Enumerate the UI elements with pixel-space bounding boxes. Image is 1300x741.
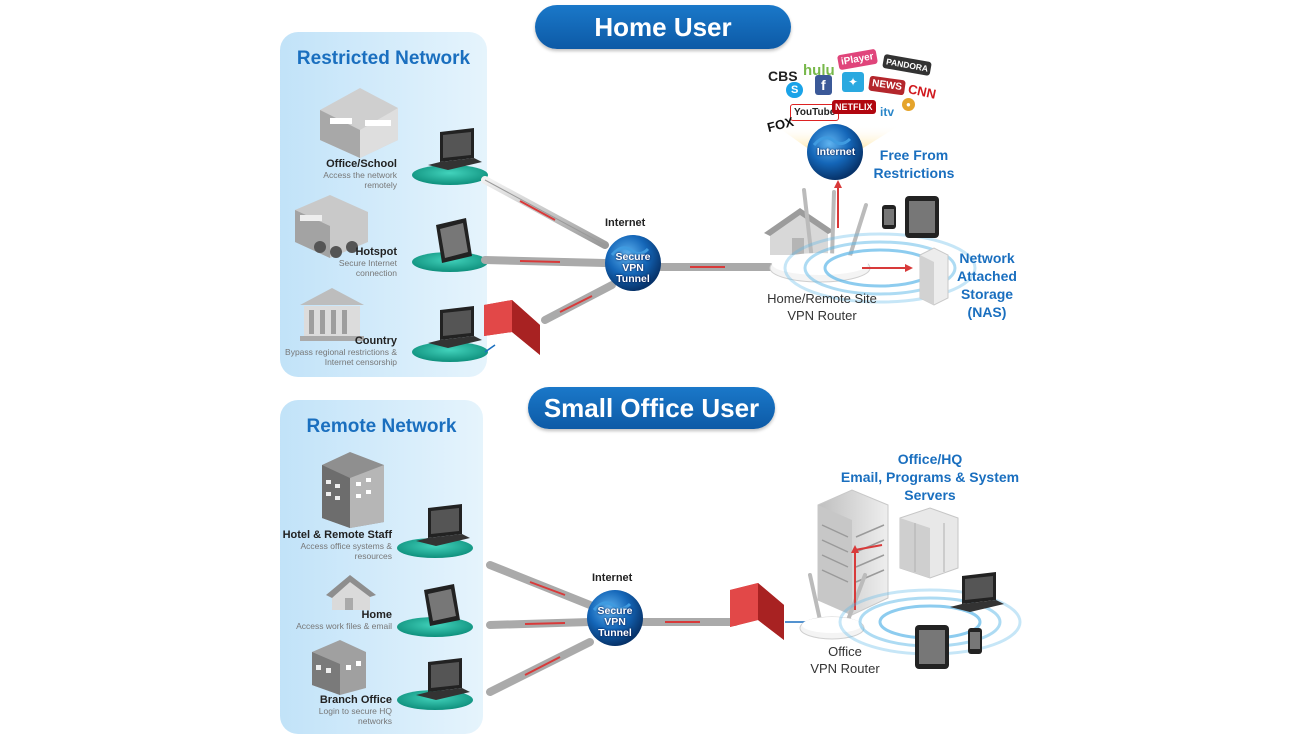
firewall-icon — [484, 300, 540, 355]
hulu-logo: hulu — [803, 62, 835, 79]
laptop-icon — [416, 504, 470, 546]
tablet-icon — [905, 196, 939, 238]
office-tunnel-label: Secure VPN Tunnel — [597, 605, 633, 639]
home-house-icon — [764, 208, 834, 255]
home-router-label: Home/Remote Site VPN Router — [767, 291, 877, 323]
laptop-icon — [416, 658, 470, 700]
hotel-building-icon — [322, 452, 384, 528]
netflix-logo: NETFLIX — [832, 100, 876, 114]
hq-servers-label: Office/HQ Email, Programs & System Serve… — [840, 451, 1020, 503]
laptop-icon — [428, 128, 482, 170]
client-label-hotel-remote-staff: Hotel & Remote Staff Access office syste… — [282, 529, 392, 561]
client-label-country: Country Bypass regional restrictions & I… — [285, 335, 397, 367]
client-label-branch-office: Branch Office Login to secure HQ network… — [318, 694, 392, 726]
country-government-building-icon — [300, 288, 364, 341]
office-school-building-icon — [320, 88, 398, 158]
home-internet-label: Internet — [605, 217, 646, 229]
tablet-icon — [436, 218, 472, 263]
client-label-hotspot: Hotspot Secure Internet connection — [338, 246, 397, 278]
home-house-icon — [326, 575, 376, 610]
vpn-tube-lines — [486, 561, 810, 696]
home-user-title: Home User — [535, 5, 791, 49]
cbs-logo: CBS — [768, 68, 798, 84]
nas-server-icon — [919, 247, 949, 306]
itv-logo: itv — [880, 105, 895, 119]
client-label-office-school: Office/School Access the network remotel… — [323, 158, 397, 190]
server-rack-icon — [899, 507, 959, 579]
hotspot-cafe-icon — [295, 195, 368, 258]
smartphone-icon — [968, 628, 982, 654]
office-router-icon — [799, 573, 867, 640]
twitter-logo: ✦ — [842, 72, 865, 92]
vpn-tube-lines — [481, 176, 774, 353]
smartphone-icon — [882, 205, 896, 229]
home-tunnel-label: Secure VPN Tunnel — [615, 251, 651, 285]
skype-logo: S — [786, 82, 804, 98]
free-from-restrictions-label: Free From Restrictions — [873, 147, 955, 181]
facebook-logo: f — [815, 75, 832, 95]
laptop-icon — [950, 572, 1004, 612]
laptop-icon — [428, 306, 482, 348]
home-router-icon — [769, 188, 871, 283]
nas-label: Network Attached Storage (NAS) — [957, 250, 1017, 320]
branch-office-building-icon — [312, 640, 366, 695]
chrome-logo: ● — [902, 98, 915, 111]
tablet-icon — [424, 584, 460, 626]
tablet-icon — [915, 625, 949, 669]
client-label-home: Home Access work files & email — [296, 609, 392, 631]
office-router-label: Office VPN Router — [810, 644, 880, 676]
firewall-icon — [730, 583, 784, 640]
office-internet-label: Internet — [592, 572, 633, 584]
internet-globe-label: Internet — [816, 146, 856, 158]
small-office-user-title: Small Office User — [528, 387, 775, 429]
